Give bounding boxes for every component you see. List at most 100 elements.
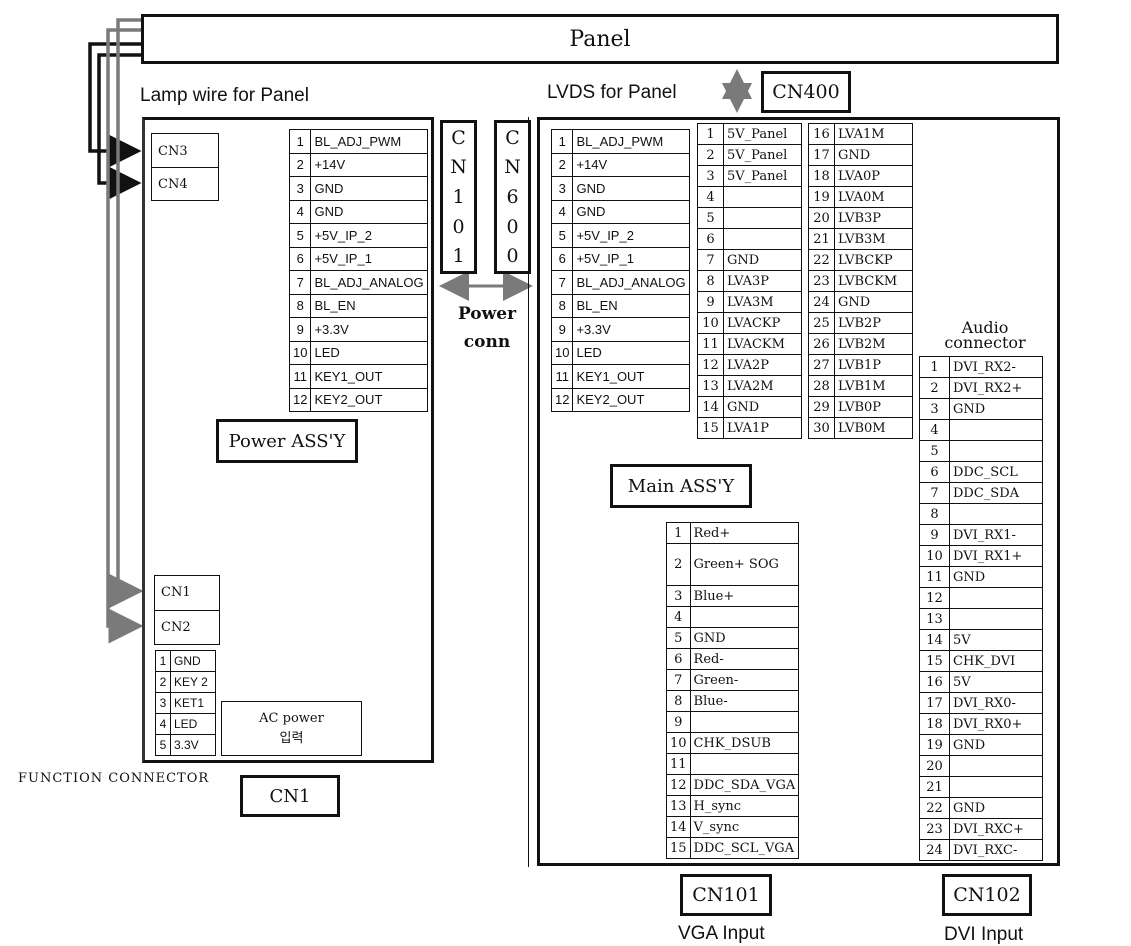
main-assy-label: Main ASS'Y — [627, 475, 735, 497]
pin-number: 20 — [919, 755, 950, 777]
pin-signal: DVI_RXC+ — [949, 818, 1043, 840]
pin-number: 5 — [288, 223, 312, 248]
pin-number: 12 — [919, 587, 950, 609]
pin-number: 5 — [919, 440, 950, 462]
pin-number: 17 — [808, 144, 835, 166]
pin-signal: BL_ADJ_PWM — [572, 129, 690, 154]
pin-number: 12 — [288, 387, 312, 412]
pin-number: 8 — [697, 270, 724, 292]
pin-number: 7 — [288, 270, 312, 295]
panel-label: Panel — [569, 26, 631, 52]
pin-number: 28 — [808, 375, 835, 397]
pin-number: 8 — [550, 293, 574, 318]
function-connector-label: FUNCTION CONNECTOR — [18, 771, 210, 786]
pin-number: 4 — [550, 199, 574, 224]
pin-number: 3 — [550, 176, 574, 201]
ac-power-label: AC power — [259, 710, 324, 726]
cn3-cn4-connector: CN3 CN4 — [151, 133, 219, 201]
pin-number: 8 — [919, 503, 950, 525]
pin-row: 2+14V — [550, 152, 690, 177]
pin-number: 1 — [155, 650, 171, 672]
pin-signal: +5V_IP_1 — [310, 246, 428, 271]
pin-signal: Blue+ — [689, 585, 800, 607]
pin-signal: KEY1_OUT — [572, 364, 690, 389]
pin-number: 7 — [919, 482, 950, 504]
cn102-box: CN102 — [942, 874, 1032, 916]
main-board — [537, 117, 1060, 866]
pin-signal: LVB1M — [834, 375, 913, 397]
pin-signal: DDC_SCL — [949, 461, 1043, 483]
pin-number: 5 — [550, 223, 574, 248]
pin-signal: LVB2P — [834, 312, 913, 334]
pin-signal: CHK_DSUB — [689, 732, 800, 754]
pin-number: 23 — [919, 818, 950, 840]
pin-signal: LVACKM — [723, 333, 802, 355]
pin-number: 21 — [919, 776, 950, 798]
pin-number: 3 — [288, 176, 312, 201]
pin-signal: CHK_DVI — [949, 650, 1043, 672]
pin-number: 24 — [808, 291, 835, 313]
pin-signal: KEY 2 — [170, 671, 216, 693]
pin-number: 9 — [697, 291, 724, 313]
dvi-input-label: DVI Input — [944, 924, 1024, 945]
pin-signal — [949, 440, 1043, 462]
connector-letter: N — [504, 156, 521, 179]
pin-signal: +3.3V — [310, 317, 428, 342]
pin-row: 12 — [919, 587, 1043, 609]
pin-number: 2 — [155, 671, 171, 693]
pin-number: 19 — [808, 186, 835, 208]
pin-number: 13 — [666, 795, 691, 817]
pin-signal — [723, 186, 802, 208]
pin-signal: LVB2M — [834, 333, 913, 355]
power-conn-text-2: conn — [463, 332, 511, 352]
pin-signal: BL_ADJ_ANALOG — [572, 270, 690, 295]
pin-number: 9 — [919, 524, 950, 546]
pin-number: 26 — [808, 333, 835, 355]
pin-number: 14 — [697, 396, 724, 418]
pin-signal — [949, 776, 1043, 798]
power-assy-label: Power ASS'Y — [228, 430, 346, 452]
pin-signal: +3.3V — [572, 317, 690, 342]
pin-number: 11 — [697, 333, 724, 355]
pin-row: 2+14V — [288, 152, 428, 177]
cn101-label: CN101 — [692, 884, 760, 906]
pin-number: 19 — [919, 734, 950, 756]
power-conn-text-1: Power — [457, 304, 517, 324]
pin-number: 4 — [697, 186, 724, 208]
pin-signal: GND — [834, 291, 913, 313]
pin-signal: GND — [689, 627, 800, 649]
pin-number: 10 — [666, 732, 691, 754]
pin-signal: BL_ADJ_ANALOG — [310, 270, 428, 295]
pin-signal: 5V — [949, 671, 1043, 693]
ac-power-box: AC power 입력 — [221, 701, 362, 756]
pin-row: 5+5V_IP_2 — [550, 223, 690, 248]
pin-number: 22 — [808, 249, 835, 271]
cn400-box: CN400 — [761, 71, 851, 113]
pin-number: 22 — [919, 797, 950, 819]
pin-signal: 3.3V — [170, 734, 216, 756]
pin-row: 6+5V_IP_1 — [288, 246, 428, 271]
